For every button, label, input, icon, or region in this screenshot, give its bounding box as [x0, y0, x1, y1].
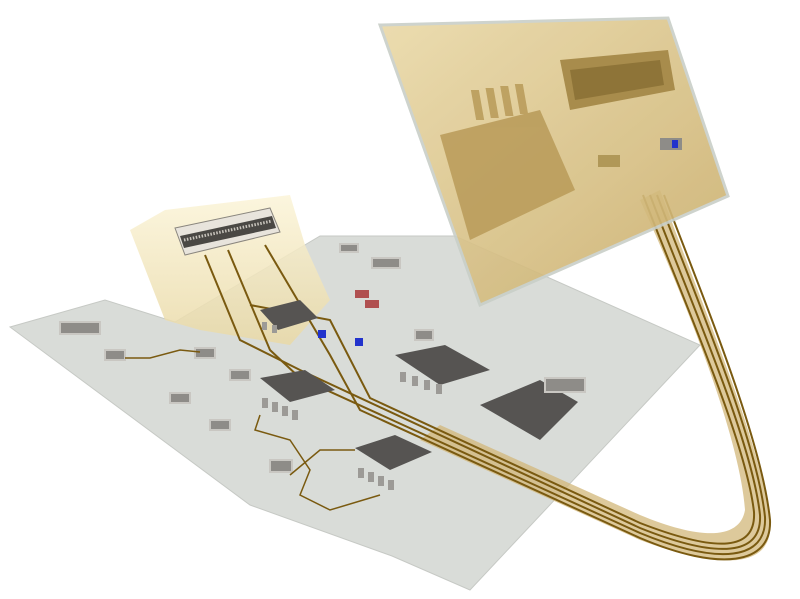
panel-connector [560, 50, 675, 110]
blue-passives [318, 330, 363, 346]
panel-passive [598, 155, 620, 167]
ic-chip [260, 300, 578, 470]
passive-components [59, 243, 586, 473]
chip-pins [262, 322, 442, 490]
board-traces [125, 349, 381, 511]
rigid-board [8, 235, 701, 591]
red-passives [355, 290, 379, 308]
flex-traces [204, 194, 772, 561]
blue-marker [672, 140, 678, 148]
panel-footprint-large [440, 84, 575, 240]
fpc-connector [174, 207, 281, 256]
flex-strip [420, 190, 771, 561]
panel-passive-blue [660, 138, 682, 150]
